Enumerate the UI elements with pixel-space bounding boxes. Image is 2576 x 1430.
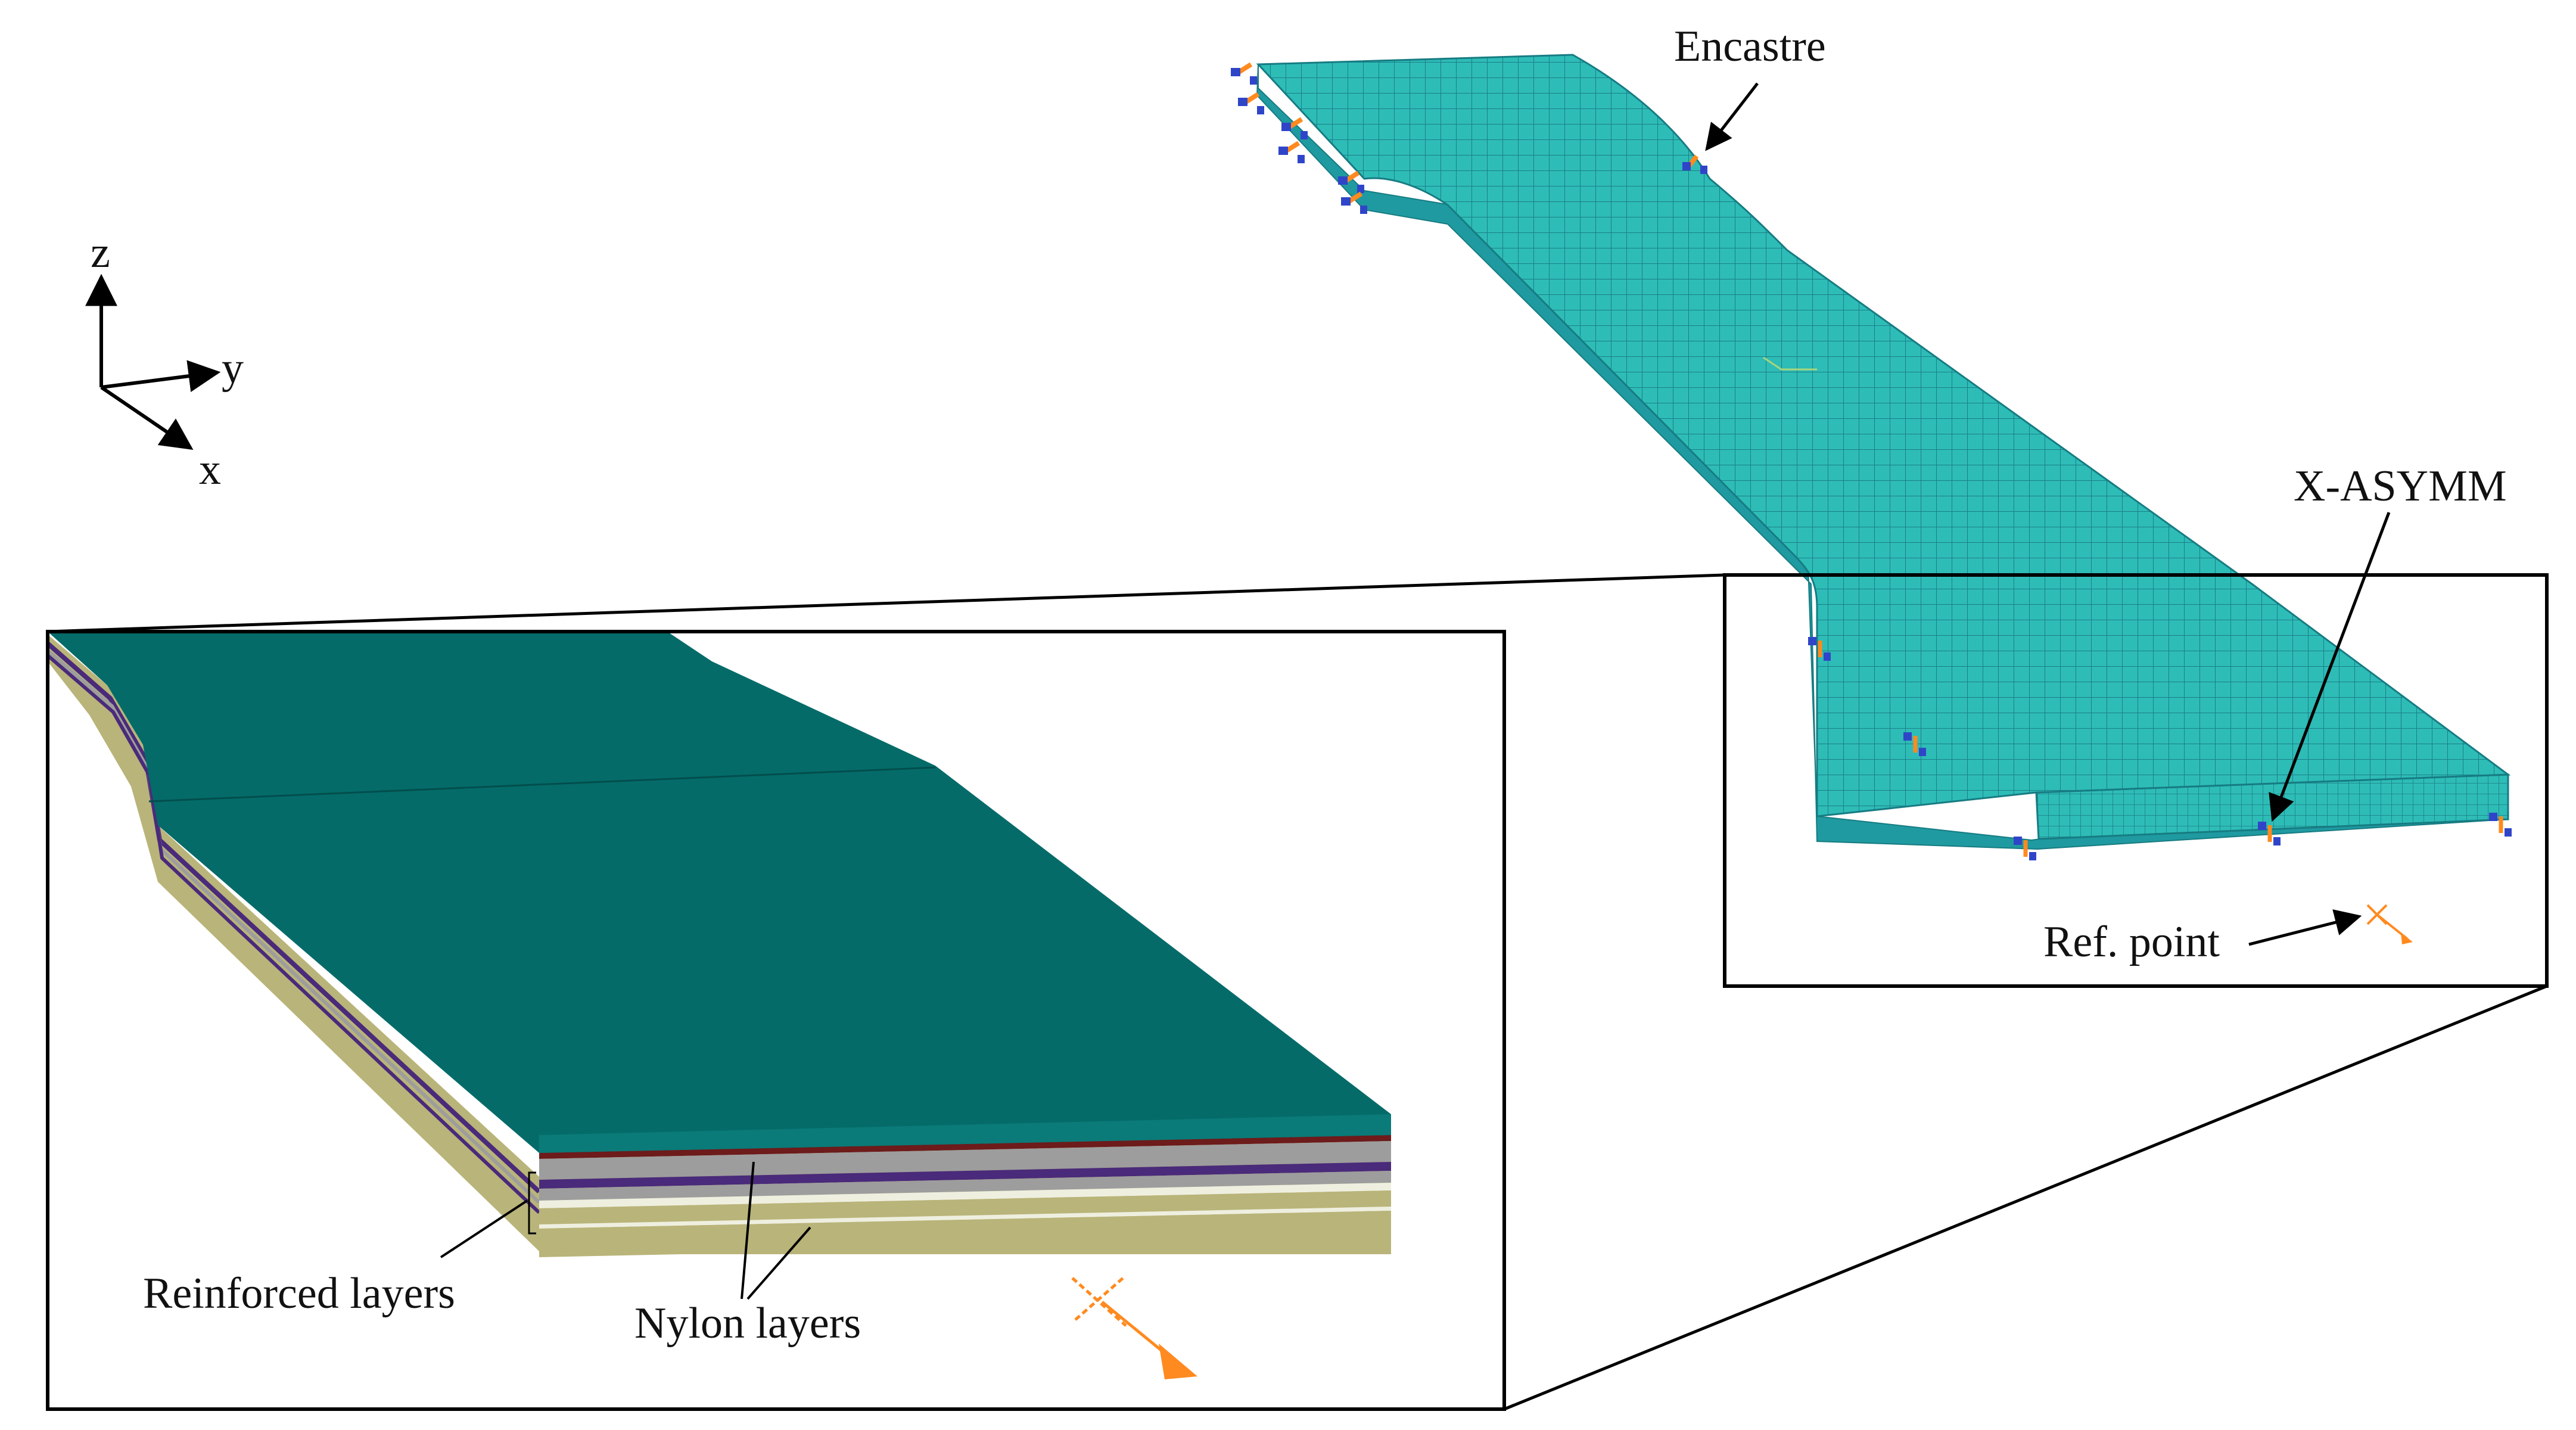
mesh-local-csys-icon [1763, 356, 1817, 371]
reinforced-layers-label: Reinforced layers [143, 1269, 455, 1318]
laminate-detail [46, 632, 1391, 1257]
x-axis-label: x [199, 445, 221, 494]
nylon-layers-leader-2 [746, 1226, 811, 1300]
nylon-layer-light-2 [539, 1207, 1391, 1229]
x-asymm-label: X-ASYMM [2294, 462, 2507, 511]
x-asymm-leader [2269, 512, 2391, 822]
encastre-bc-icon [1231, 62, 1707, 214]
laminate-top-face [48, 632, 1391, 1153]
y-axis-label: y [222, 344, 244, 393]
zoom-detail-box [46, 630, 1506, 1411]
x-asymm-bc-icon [1808, 637, 2512, 860]
zoom-connector-bottom [1504, 984, 2547, 1411]
x-axis [100, 386, 194, 450]
nylon-layers-label: Nylon layers [634, 1299, 861, 1348]
specimen-top-face [1256, 54, 2511, 817]
annotations: Encastre X-ASYMM Ref. point Reinforced l… [143, 22, 2507, 1348]
ref-point-icon [2366, 904, 2413, 944]
specimen-mesh [1231, 54, 2512, 860]
reinforced-layers-leader [440, 1199, 528, 1258]
reinforced-layer-gray-2 [539, 1171, 1391, 1201]
coordinate-axes: z y x [85, 228, 244, 494]
zoom-connector-top [47, 573, 1725, 633]
encastre-leader [1705, 82, 1759, 151]
nylon-layer [539, 1190, 1391, 1224]
ref-point-label: Ref. point [2043, 918, 2220, 966]
nylon-layer-light [539, 1183, 1391, 1208]
laminate-top-seam [148, 766, 936, 803]
z-axis-label: z [91, 228, 110, 277]
encastre-label: Encastre [1674, 22, 1826, 71]
laminate-top-edge [539, 1114, 1391, 1153]
reinforced-bracket [528, 1171, 536, 1235]
ref-point-leader [2248, 909, 2362, 946]
detail-region-box [1723, 573, 2549, 988]
ref-point-icon-large [1071, 1277, 1197, 1379]
y-axis [101, 360, 221, 392]
nylon-layers-leader-1 [741, 1161, 755, 1300]
nylon-layer-bottom [539, 1211, 1391, 1257]
